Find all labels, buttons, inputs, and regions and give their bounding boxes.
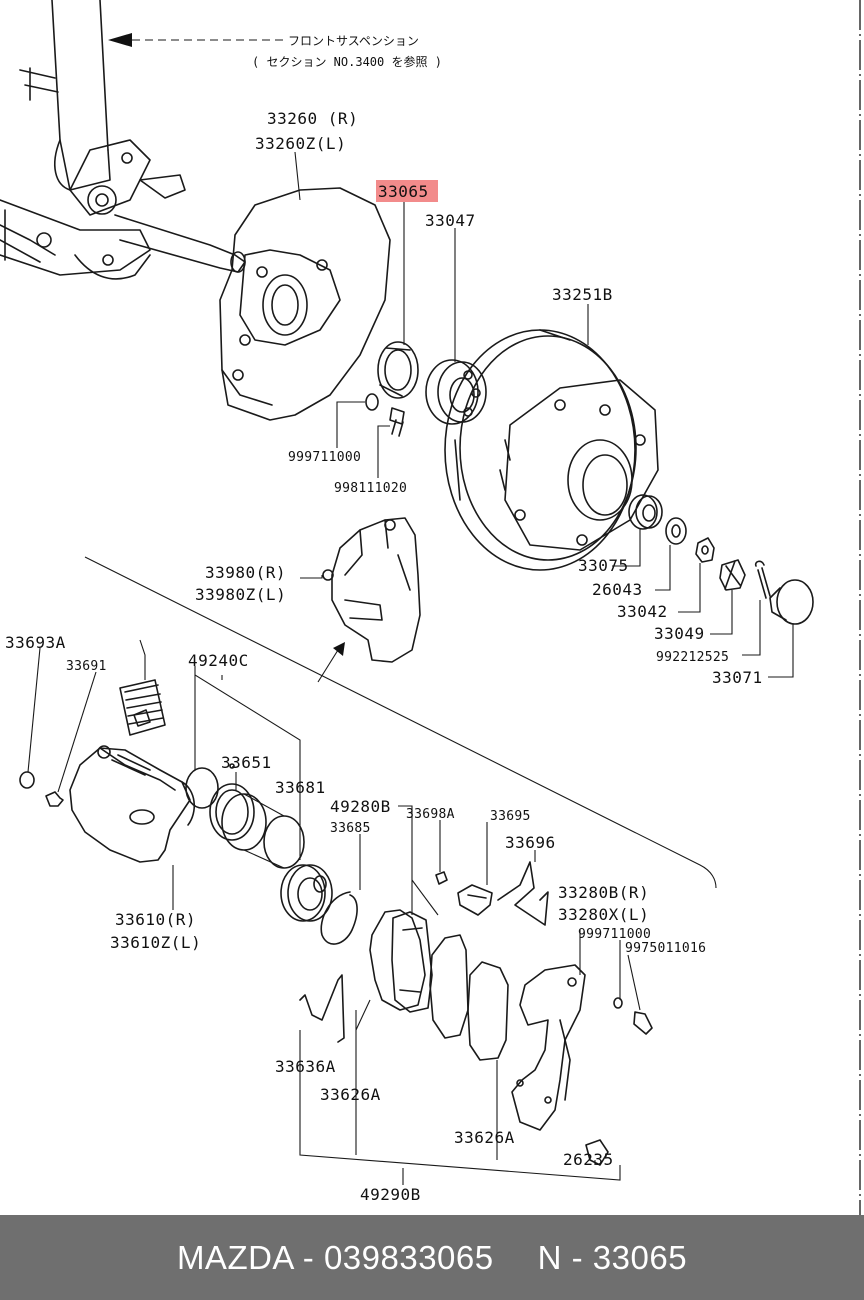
exploded-parts-diagram: フロントサスペンション ( セクション NO.3400 を参照 ) <box>0 0 814 1204</box>
label-49290b: 49290B <box>360 1185 421 1204</box>
oil-seal-drawing <box>377 341 419 399</box>
label-33636a: 33636A <box>275 1057 336 1076</box>
wire-spring-drawing <box>497 861 549 926</box>
pad-spring-drawing <box>457 884 493 916</box>
guide-pin-drawing <box>435 871 448 885</box>
label-33075: 33075 <box>578 556 629 575</box>
caliper-bracket-drawing <box>322 517 421 663</box>
inner-pad-drawing <box>369 909 433 1013</box>
label-999711000-b: 999711000 <box>578 927 651 942</box>
caliper-support-drawing <box>511 964 586 1131</box>
label-992212525: 992212525 <box>656 650 729 665</box>
label-33260: 33260 (R) <box>267 109 358 128</box>
label-33610: 33610(R) <box>115 910 196 929</box>
support-bolt-drawing <box>613 997 653 1035</box>
label-999711000-a: 999711000 <box>288 450 361 465</box>
label-26043: 26043 <box>592 580 643 599</box>
label-9975011016: 9975011016 <box>625 941 706 956</box>
bleeder-drawing <box>19 771 64 807</box>
label-33071: 33071 <box>712 668 763 687</box>
label-33610z: 33610Z(L) <box>110 933 201 952</box>
highlight-33065 <box>376 180 438 202</box>
piston-seal-drawing <box>185 763 255 841</box>
label-33693a: 33693A <box>5 633 66 652</box>
label-33251b: 33251B <box>552 285 613 304</box>
label-33695: 33695 <box>490 809 531 824</box>
retaining-ring-drawing <box>320 891 358 945</box>
leader-lines <box>27 151 794 1185</box>
caliper-body-drawing <box>69 745 195 863</box>
assembly-frame <box>84 556 717 889</box>
label-49240c: 49240C <box>188 651 249 670</box>
piston-drawing <box>221 793 305 869</box>
dust-shield-drawing <box>219 187 391 421</box>
washer-and-bolt-drawing <box>365 393 405 437</box>
label-33065: 33065 <box>378 182 429 201</box>
label-33260z: 33260Z(L) <box>255 134 346 153</box>
scan-edge <box>859 0 861 1215</box>
label-33980: 33980(R) <box>205 563 286 582</box>
front-suspension-note: フロントサスペンション <box>288 34 419 48</box>
section-reference-note: ( セクション NO.3400 を参照 ) <box>252 54 442 69</box>
brake-disc-hub-drawing <box>444 329 659 571</box>
shim-drawing <box>429 934 469 1039</box>
label-49280b: 49280B <box>330 797 391 816</box>
suspension-strut-drawing <box>0 0 246 280</box>
label-26235: 26235 <box>563 1150 614 1169</box>
front-suspension-reference: フロントサスペンション ( セクション NO.3400 を参照 ) <box>108 33 442 69</box>
footer-part-number: MAZDA - 039833065 <box>176 1238 494 1276</box>
outer-pad-drawing <box>467 961 509 1061</box>
footer-banner: MAZDA - 039833065 N - 33065 <box>0 1215 864 1300</box>
caliper-clip-drawing <box>585 1139 609 1166</box>
repair-kit-drawing <box>119 679 166 736</box>
label-33696: 33696 <box>505 833 556 852</box>
label-33980z: 33980Z(L) <box>195 585 286 604</box>
label-33685: 33685 <box>330 821 371 836</box>
label-33651: 33651 <box>221 753 272 772</box>
label-33691: 33691 <box>66 659 107 674</box>
label-33681: 33681 <box>275 778 326 797</box>
assembly-arrow <box>317 642 345 683</box>
label-33049: 33049 <box>654 624 705 643</box>
label-33042: 33042 <box>617 602 668 621</box>
anti-rattle-clip-drawing <box>299 974 345 1043</box>
label-998111020: 998111020 <box>334 481 407 496</box>
label-33626a-1: 33626A <box>320 1085 381 1104</box>
label-33698a: 33698A <box>406 807 455 822</box>
label-33280b: 33280B(R) <box>558 883 649 902</box>
hub-small-parts-drawing <box>628 494 814 625</box>
piston-boot-drawing <box>280 864 333 922</box>
footer-reference: N - 33065 <box>537 1238 688 1276</box>
label-33626a-2: 33626A <box>454 1128 515 1147</box>
label-33047: 33047 <box>425 211 476 230</box>
label-33280x: 33280X(L) <box>558 905 649 924</box>
